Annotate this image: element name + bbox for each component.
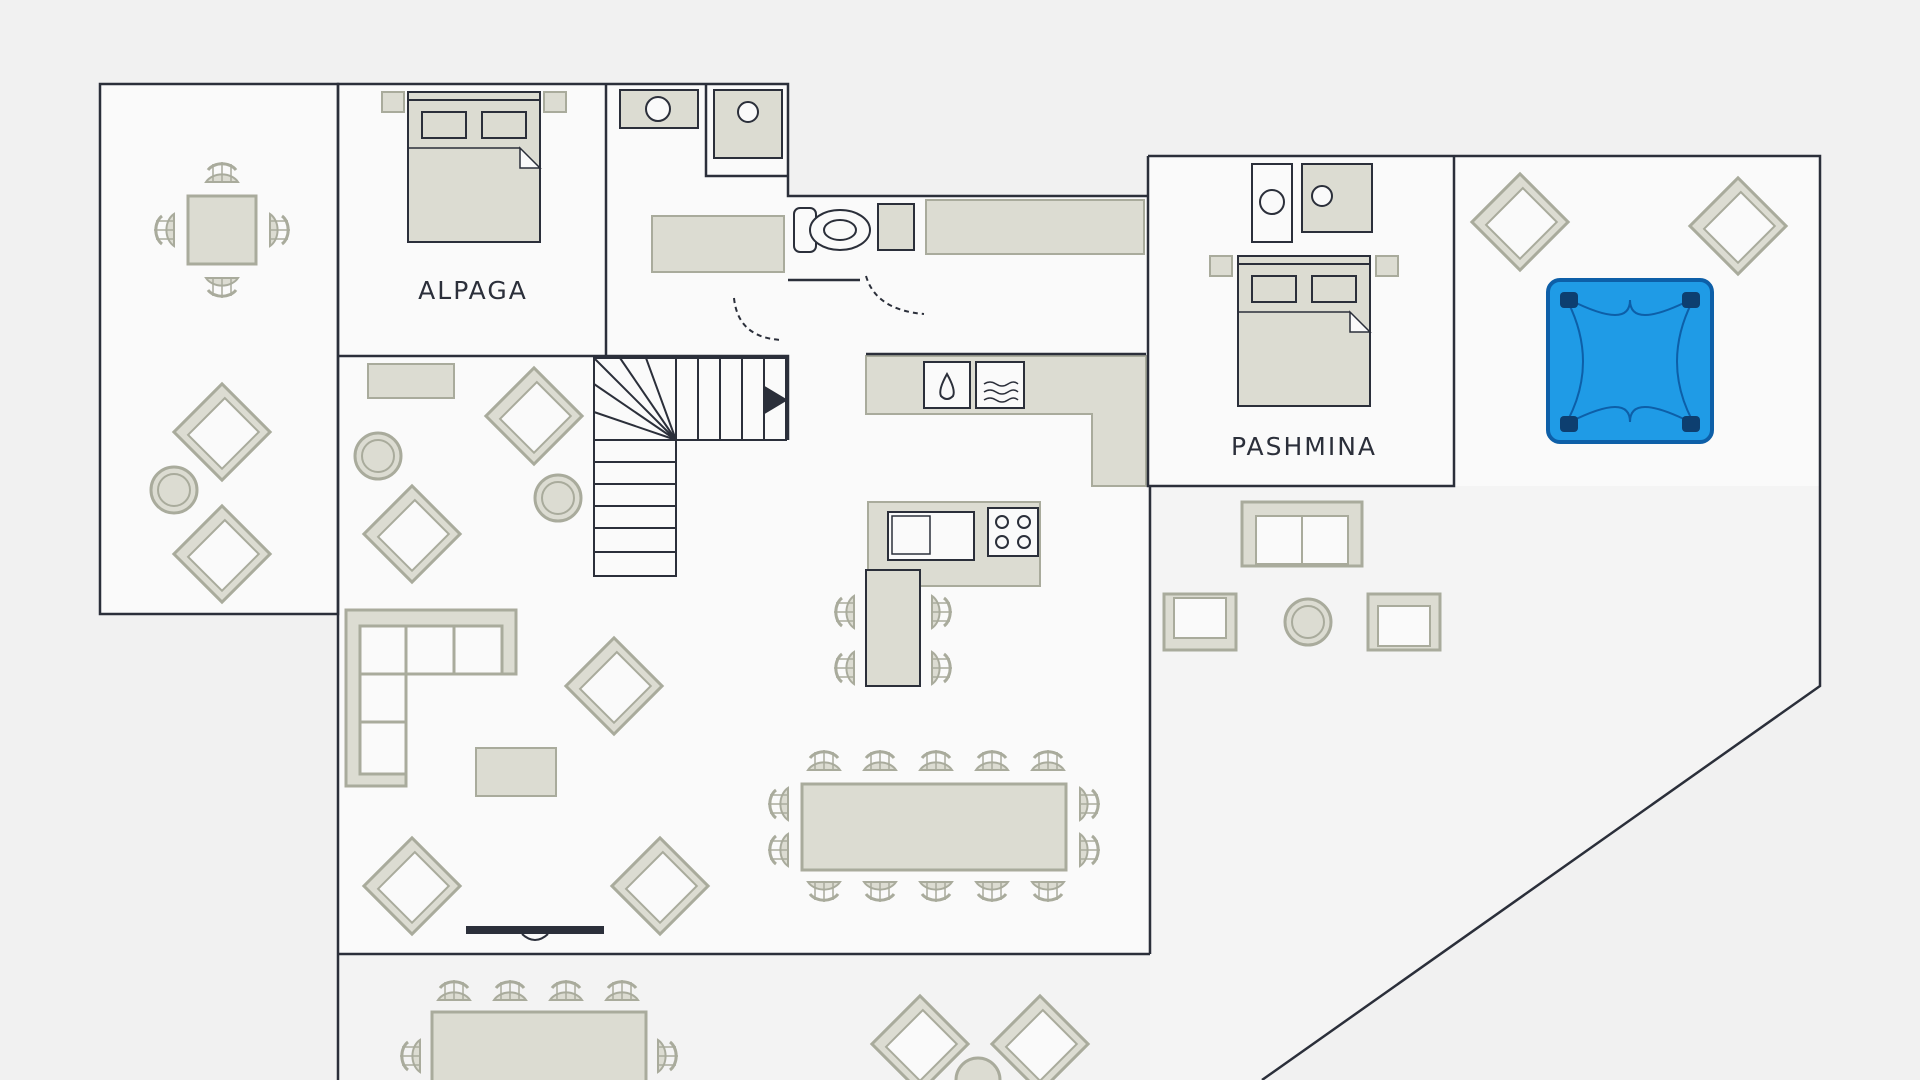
doors: [733, 275, 925, 341]
oven-icon: [975, 361, 1025, 409]
bed-icon: [1237, 255, 1371, 407]
armchair-icon: [1366, 592, 1442, 652]
sink-icon: [645, 96, 671, 122]
tv-icon: [466, 926, 604, 941]
shower-icon: [1311, 185, 1333, 207]
toilet-icon: [793, 207, 871, 253]
sofa-icon: [344, 608, 518, 788]
kitchen-counter: [865, 355, 1147, 487]
room-label-pashmina: PASHMINA: [1231, 432, 1377, 461]
shower-icon: [737, 101, 759, 123]
sink-icon: [1259, 189, 1285, 215]
room-label-alpaga: ALPAGA: [418, 276, 528, 305]
kitchen-island: [832, 501, 1041, 687]
dining-table-icon: [398, 978, 680, 1080]
staircase-icon: [593, 357, 788, 577]
hot-tub-icon: [1546, 278, 1714, 444]
armchair-icon: [1162, 592, 1238, 652]
coffee-table-icon: [475, 747, 557, 797]
walls: [98, 82, 1822, 1080]
side-table-icon: [533, 473, 583, 523]
dining-table-icon: [766, 748, 1102, 904]
side-table-icon: [1283, 597, 1333, 647]
side-table-icon: [353, 431, 403, 481]
bed-icon: [407, 91, 541, 243]
stove-icon: [987, 507, 1039, 557]
sink-icon: [939, 371, 955, 400]
sofa-icon: [1240, 500, 1364, 568]
side-table-icon: [149, 465, 199, 515]
dining-table-icon: [152, 160, 292, 300]
furniture: [149, 89, 1788, 1080]
